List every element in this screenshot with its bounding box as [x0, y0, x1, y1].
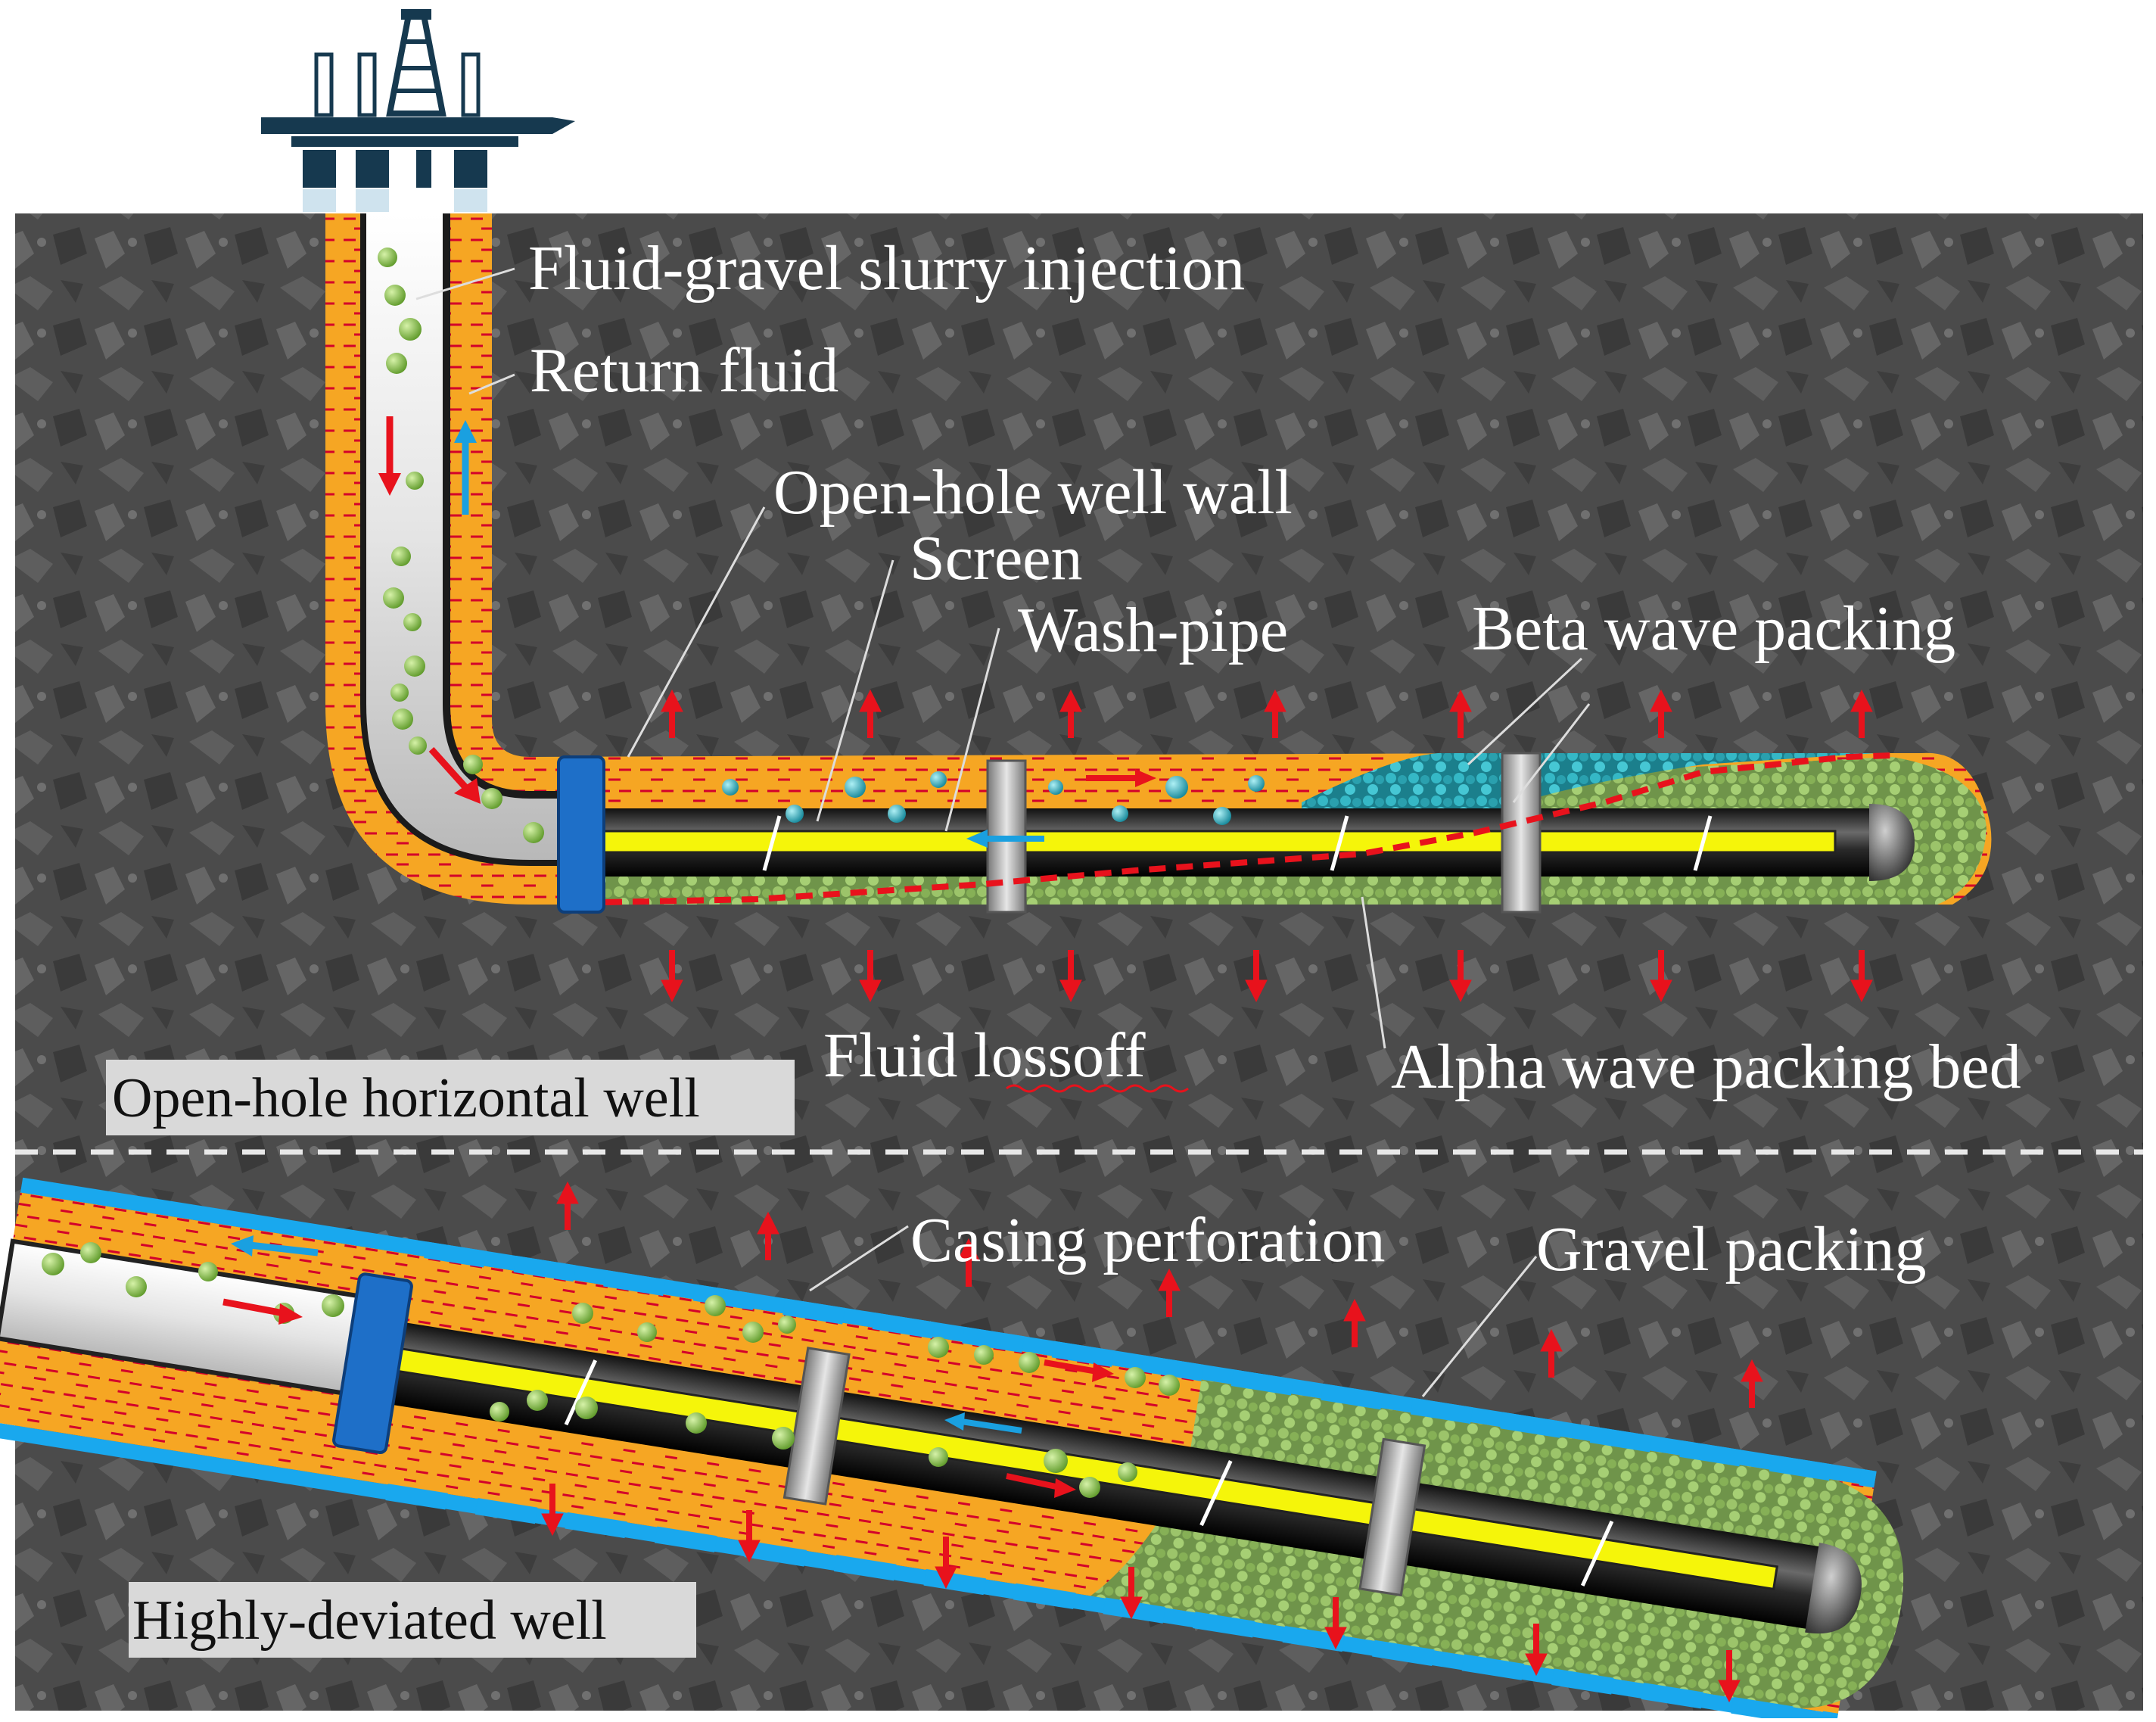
label-alpha-wave: Alpha wave packing bed — [1391, 1032, 2021, 1102]
fluid-loss-arrows-up — [661, 689, 1873, 738]
wash-pipe — [600, 830, 1837, 854]
packer — [332, 1272, 413, 1455]
label-slurry-injection: Fluid-gravel slurry injection — [528, 233, 1245, 304]
label-fluid-loss: Fluid lossoff — [823, 1020, 1146, 1091]
offshore-rig-icon — [261, 9, 575, 212]
bottom-title-box — [129, 1582, 696, 1658]
top-title-box — [106, 1060, 795, 1135]
label-beta-wave: Beta wave packing — [1472, 593, 1955, 664]
gravel-particles — [378, 248, 1265, 843]
label-gravel-packing: Gravel packing — [1536, 1214, 1926, 1284]
label-open-hole-wall: Open-hole well wall — [773, 457, 1293, 528]
spellcheck-underline — [1006, 1084, 1189, 1093]
open-hole-well — [325, 213, 1992, 914]
flow-arrows-top — [378, 416, 1156, 848]
fluid-loss-arrows-down — [661, 950, 1873, 1003]
packing-front-line — [605, 752, 1893, 905]
beta-packing — [1302, 753, 1877, 817]
deviated-well — [0, 1177, 1904, 1722]
label-casing-perforation: Casing perforation — [910, 1205, 1386, 1275]
top-panel-title: Open-hole horizontal well — [112, 1067, 700, 1129]
centralizer — [1501, 752, 1542, 914]
label-screen: Screen — [910, 523, 1083, 593]
label-wash-pipe: Wash-pipe — [1018, 595, 1288, 665]
bottom-panel-title: Highly-deviated well — [132, 1590, 607, 1652]
packer — [557, 755, 605, 914]
label-return-fluid: Return fluid — [530, 335, 838, 406]
leader-lines-top — [415, 267, 1591, 1049]
